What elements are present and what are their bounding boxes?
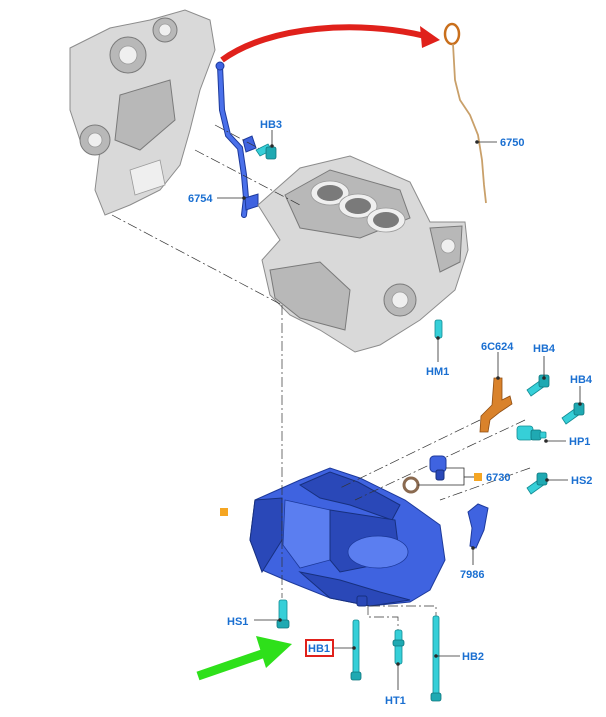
plug-hp1 [516, 425, 547, 441]
hb1-highlight-box [305, 639, 334, 657]
callout-6754: 6754 [188, 193, 213, 205]
timing-cover [69, 9, 216, 216]
callout-6750: 6750 [500, 137, 524, 149]
callout-hb1: HB1 [308, 643, 330, 655]
green-pointer-arrow [196, 636, 292, 681]
callout-hb2: HB2 [462, 651, 484, 663]
callout-ht1: HT1 [385, 695, 406, 707]
dipstick-tube [215, 61, 259, 218]
callout-6730: 6730 [486, 472, 510, 484]
bolt-hb3 [255, 143, 277, 160]
oil-dipstick [443, 22, 487, 204]
stud-hs2 [526, 472, 548, 495]
callout-7986: 7986 [460, 569, 484, 581]
bolt-hb4-upper [526, 374, 550, 397]
cylinder-block [257, 155, 469, 353]
stud-hs1 [276, 599, 290, 629]
dipstick-tube-6c624 [479, 377, 513, 433]
oil-pan [249, 467, 446, 607]
drain-plug-6730 [402, 455, 447, 494]
assembly-lines [111, 124, 531, 630]
callout-hb4-lower: HB4 [570, 374, 593, 386]
stud-ht1 [392, 629, 405, 665]
bolt-hb2 [430, 615, 442, 702]
stud-hm1 [434, 319, 443, 339]
red-direction-arrow [220, 24, 440, 63]
sensor-7986 [467, 503, 489, 549]
callout-hp1: HP1 [569, 436, 590, 448]
marker-square-6730 [474, 473, 482, 481]
bolt-hb1 [350, 619, 362, 681]
callout-hb4-upper: HB4 [533, 343, 556, 355]
marker-square-oil-pan [220, 508, 228, 516]
callout-hs2: HS2 [571, 475, 592, 487]
bolt-hb4-lower [561, 402, 585, 425]
callout-hm1: HM1 [426, 366, 449, 378]
callout-hb3: HB3 [260, 119, 282, 131]
callout-6c624: 6C624 [481, 341, 514, 353]
callout-hs1: HS1 [227, 616, 248, 628]
